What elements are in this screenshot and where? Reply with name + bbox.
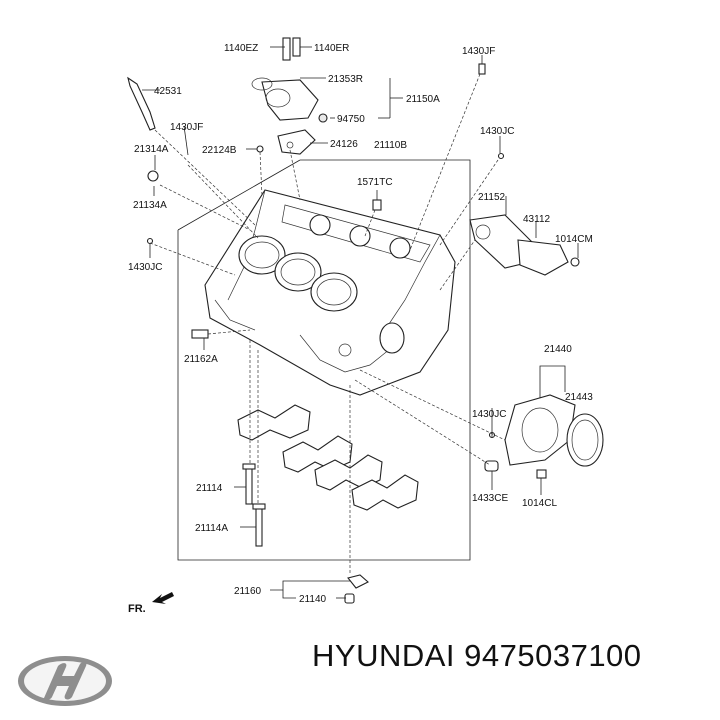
label-21443: 21443 — [565, 392, 593, 403]
label-21160: 21160 — [234, 586, 262, 597]
bolt-1014cl — [536, 469, 547, 479]
dowel-21314a — [147, 170, 159, 182]
label-21140: 21140 — [299, 594, 327, 605]
label-21134a: 21134A — [133, 200, 167, 211]
plug-1430jc-top — [497, 152, 505, 160]
bolt-21162a — [191, 329, 209, 339]
main-bearing-caps — [237, 404, 419, 511]
plug-1430jc-left — [146, 237, 154, 245]
label-1430jf-mid: 1430JF — [170, 122, 203, 133]
cover-21152 — [469, 214, 580, 276]
water-outlet-housing — [251, 37, 328, 123]
cap-bolts — [242, 463, 369, 604]
cylinder-block — [204, 189, 456, 396]
front-arrow-icon — [152, 592, 174, 604]
label-1140er: 1140ER — [314, 43, 349, 54]
label-21152: 21152 — [478, 192, 506, 203]
label-21114a: 21114A — [195, 523, 228, 534]
label-21110b: 21110B — [374, 140, 407, 151]
hyundai-logo-icon — [18, 656, 112, 706]
leader-lines — [142, 46, 579, 599]
label-21162a: 21162A — [184, 354, 218, 365]
label-1014cl: 1014CL — [522, 498, 557, 509]
brand-part-number: HYUNDAI 9475037100 — [312, 638, 642, 673]
plug-1430jf — [478, 63, 486, 75]
rear-oil-seal-case — [484, 394, 604, 479]
label-24126: 24126 — [330, 139, 358, 150]
label-21353r: 21353R — [328, 74, 363, 85]
label-1430jf-top: 1430JF — [462, 46, 495, 57]
assembly-frame — [177, 159, 471, 561]
label-21440: 21440 — [544, 344, 572, 355]
label-1140ez: 1140EZ — [224, 43, 258, 54]
label-22124b: 22124B — [202, 145, 237, 156]
label-1430jc-left: 1430JC — [128, 262, 162, 273]
sleeve-1433ce — [484, 460, 499, 472]
label-1433ce: 1433CE — [472, 493, 508, 504]
pin-22124b — [256, 145, 264, 153]
label-1430jc-right: 1430JC — [472, 409, 506, 420]
label-21314a: 21314A — [134, 144, 169, 155]
label-1571tc: 1571TC — [357, 177, 393, 188]
label-1014cm: 1014CM — [555, 234, 593, 245]
bolt-1571tc — [372, 199, 382, 211]
label-42531: 42531 — [154, 86, 182, 97]
label-21114: 21114 — [196, 483, 223, 494]
alignment-lines — [149, 73, 506, 575]
label-1430jc-top: 1430JC — [480, 126, 514, 137]
label-43112: 43112 — [523, 214, 551, 225]
front-label: FR. — [128, 603, 146, 615]
bracket-24126 — [277, 129, 316, 155]
label-94750: 94750 — [337, 114, 365, 125]
label-21150a: 21150A — [406, 94, 440, 105]
oil-dipstick-guide — [127, 76, 156, 131]
